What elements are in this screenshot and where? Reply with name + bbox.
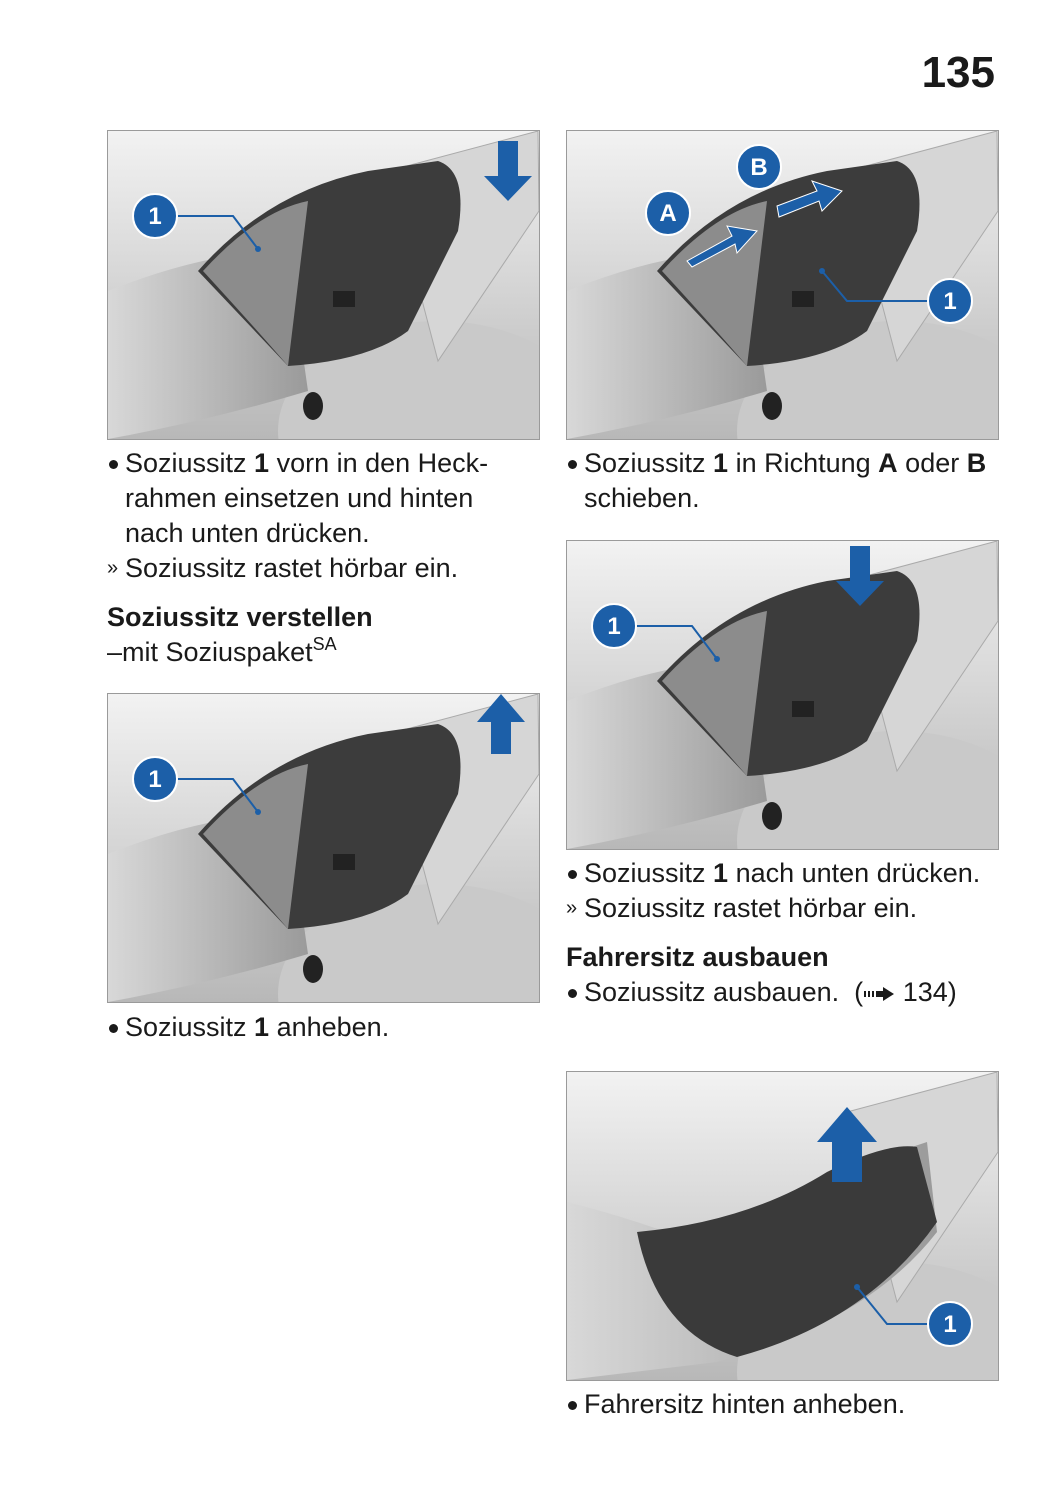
callout-label: 1: [943, 288, 956, 315]
callout-ref: A: [878, 448, 898, 478]
ref-paren: ): [947, 977, 957, 1007]
arrow-down-icon: [484, 141, 532, 201]
seat-lock: [333, 854, 355, 870]
ref-page: 134: [902, 977, 948, 1007]
rider-seat: [637, 1146, 937, 1357]
result-text: Soziussitz rastet hörbar ein.: [125, 553, 459, 583]
callout-label: B: [750, 154, 767, 181]
arrow-direction-a-icon: [686, 225, 758, 268]
step-text: vorn in den Heck-rahmen einsetzen und hi…: [125, 448, 489, 548]
step-slide-seat: Soziussitz 1 in Richtung A oder B schieb…: [566, 446, 998, 516]
step-text: Soziussitz ausbauen.: [584, 977, 840, 1007]
arrow-down-icon: [836, 546, 884, 606]
step-text: schieben.: [584, 483, 700, 513]
arrow-reference-icon: [864, 986, 895, 1001]
callout-1: 1: [819, 268, 973, 324]
callout-ref: 1: [254, 1012, 270, 1042]
seat-lock: [792, 291, 814, 307]
figure-slide-passenger-seat: 1 A B: [566, 130, 999, 440]
column-right-text-1: Soziussitz 1 in Richtung A oder B schieb…: [566, 446, 998, 516]
section-subheading: –mit SoziuspaketSA: [107, 635, 539, 670]
callout-a: A: [645, 190, 691, 236]
figure-press-passenger-seat: 1: [566, 540, 999, 850]
result-seat-engages: » Soziussitz rastet hörbar ein.: [107, 551, 539, 586]
ref-paren: (: [854, 977, 864, 1007]
step-text: Soziussitz: [125, 448, 255, 478]
page-reference-link[interactable]: ( 134): [854, 977, 957, 1007]
step-text: in Richtung: [728, 448, 879, 478]
column-right-text-3: Fahrersitz hinten anheben.: [566, 1387, 998, 1422]
callout-1: 1: [591, 603, 720, 662]
page-number: 135: [921, 48, 995, 97]
callout-1: 1: [132, 193, 261, 252]
step-text: oder: [897, 448, 967, 478]
callout-label: 1: [148, 766, 161, 793]
seat-lock: [333, 291, 355, 307]
figure-insert-passenger-seat: 1: [107, 130, 540, 440]
section-heading: Fahrersitz ausbauen: [566, 942, 829, 972]
step-text: Soziussitz: [584, 858, 714, 888]
step-text: Soziussitz: [125, 1012, 255, 1042]
callout-1: 1: [132, 756, 261, 815]
arrow-up-icon: [477, 694, 525, 754]
step-text: Fahrersitz hinten anheben.: [584, 1389, 906, 1419]
result-marker: »: [566, 897, 578, 919]
sa-superscript: SA: [312, 634, 337, 654]
seat-lock: [792, 701, 814, 717]
result-marker: »: [107, 557, 119, 579]
figure-lift-passenger-seat: 1: [107, 693, 540, 1003]
step-text: anheben.: [269, 1012, 390, 1042]
callout-ref: 1: [713, 448, 729, 478]
result-seat-engages: » Soziussitz rastet hörbar ein.: [566, 891, 998, 926]
subheading-text: –mit Soziuspaket: [107, 637, 313, 667]
callout-label: A: [659, 200, 676, 227]
arrow-direction-b-icon: [776, 180, 843, 218]
figure-lift-rider-seat: 1: [566, 1071, 999, 1381]
section-heading: Soziussitz verstellen: [107, 602, 373, 632]
callout-ref: B: [966, 448, 987, 478]
step-lift-rider-seat: Fahrersitz hinten anheben.: [566, 1387, 998, 1422]
result-text: Soziussitz rastet hörbar ein.: [584, 893, 918, 923]
callout-1: 1: [854, 1284, 973, 1347]
callout-label: 1: [148, 203, 161, 230]
step-press-seat: Soziussitz 1 nach unten drücken.: [566, 856, 998, 891]
step-text: nach unten drücken.: [728, 858, 981, 888]
column-left-text-2: Soziussitz 1 anheben.: [107, 1010, 539, 1045]
callout-b: B: [736, 144, 782, 190]
column-right-text-2: Soziussitz 1 nach unten drücken. » Sozius…: [566, 856, 998, 1010]
step-remove-passenger-seat: Soziussitz ausbauen. ( 134): [566, 975, 998, 1010]
step-insert-seat: Soziussitz 1 vorn in den Heck-rahmen ein…: [107, 446, 539, 551]
callout-label: 1: [943, 1311, 956, 1338]
callout-ref: 1: [713, 858, 729, 888]
arrow-up-icon: [817, 1107, 877, 1182]
step-text: Soziussitz: [584, 448, 714, 478]
callout-label: 1: [607, 613, 620, 640]
step-lift-seat: Soziussitz 1 anheben.: [107, 1010, 539, 1045]
column-left-text: Soziussitz 1 vorn in den Heck-rahmen ein…: [107, 446, 539, 670]
callout-ref: 1: [254, 448, 270, 478]
